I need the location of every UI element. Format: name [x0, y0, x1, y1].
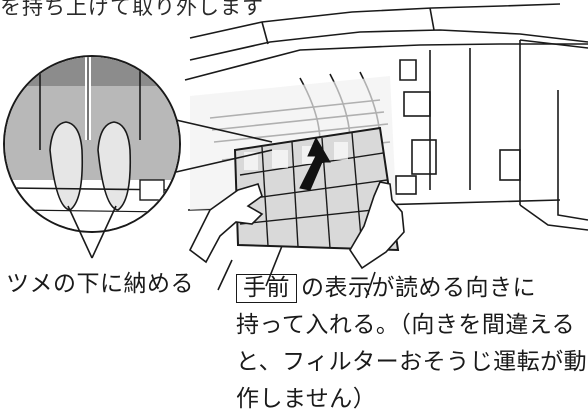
- magnified-callout: [3, 55, 181, 233]
- note-line-1: 手前の表示が読める向きに: [236, 270, 588, 307]
- hands: [188, 181, 405, 299]
- claw-pointer-lines: [67, 205, 117, 259]
- note-line-3: と、フィルターおそうじ運転が動: [236, 349, 588, 375]
- insert-arrow-icon: [299, 136, 331, 191]
- note-line-2: 持って入れる。（向きを間違える: [236, 312, 576, 338]
- note-line-1-text: の表示が読める向きに: [301, 275, 536, 301]
- cut-off-heading: を持ち上げて取り外します: [0, 0, 264, 19]
- claw-instruction-label: ツメの下に納める: [6, 271, 194, 297]
- note-line-4: 作しません）: [236, 386, 377, 412]
- orientation-note: 手前の表示が読める向きに 持って入れる。（向きを間違える と、フィルターおそうじ…: [236, 270, 588, 418]
- front-label-box: 手前: [236, 274, 297, 303]
- note-pointer-line: [265, 245, 283, 287]
- callout-leader-lines: [175, 119, 273, 173]
- filter: [233, 126, 400, 252]
- illustration-svg: [3, 3, 588, 299]
